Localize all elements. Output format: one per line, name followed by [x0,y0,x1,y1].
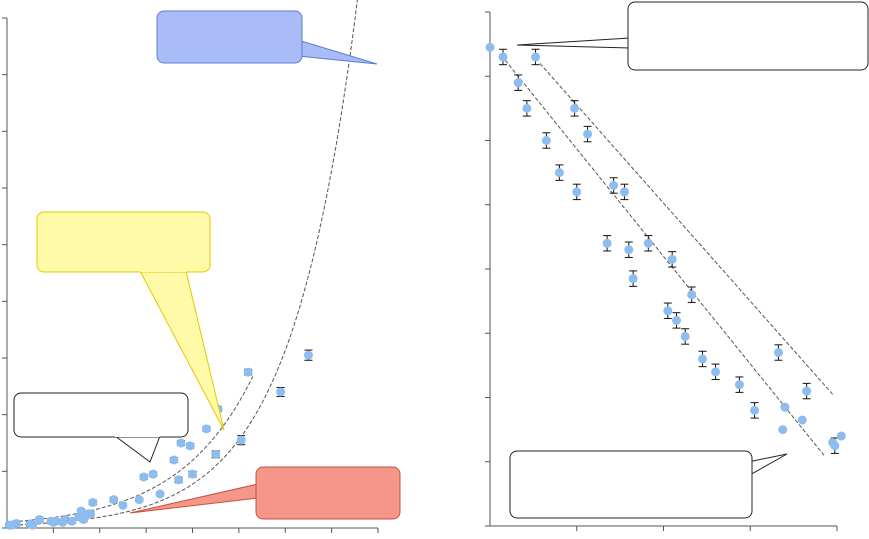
data-point-0-0 [34,515,44,524]
data-point-1-0 [628,274,638,284]
yellow-callout-box [36,211,211,273]
data-point-1-0 [498,52,508,62]
data-point-0-1 [134,495,144,505]
data-point-0-0 [88,498,98,507]
data-point-0-1 [276,387,286,397]
data-point-0-0 [201,424,211,434]
data-point-1-0 [680,331,690,341]
data-point-1-0 [663,306,673,316]
data-point-0-1 [48,517,58,527]
data-point-1-0 [522,103,532,113]
data-point-0-0 [243,367,253,377]
data-point-0-1 [188,469,197,479]
data-point-1-0 [513,78,523,88]
data-point-1-0 [541,136,551,145]
data-point-1-2 [780,402,790,412]
data-point-1-0 [624,245,634,255]
right-chart [485,11,846,531]
data-point-0-1 [7,520,17,530]
data-point-0-0 [67,516,77,526]
callouts [13,1,869,520]
data-point-0-0 [176,438,186,448]
white-right-top-callout [516,1,869,71]
data-point-0-0 [139,472,149,482]
data-point-1-1 [583,129,593,139]
data-point-1-0 [672,315,682,325]
data-point-1-2 [836,431,846,441]
data-point-0-1 [118,500,128,510]
data-point-1-0 [750,405,760,415]
data-point-0-1 [28,520,38,530]
white-right-bottom-callout-box [509,450,753,519]
white-right-top-callout-box [627,1,869,71]
blue-callout [156,10,378,65]
fit-line-0 [504,59,825,456]
red-callout-box [255,466,401,520]
data-point-0-0 [109,495,119,505]
data-point-1-2 [828,437,838,447]
data-point-1-1 [773,348,783,358]
data-point-1-2 [778,425,788,435]
data-point-1-0 [734,380,744,390]
data-point-1-0 [572,187,582,197]
data-point-1-1 [609,180,619,190]
white-left-callout-pointer [113,435,161,463]
data-point-0-1 [58,517,68,527]
data-point-0-1 [236,435,246,445]
data-point-1-1 [687,290,697,300]
red-callout-pointer [129,483,259,514]
data-point-0-1 [155,489,165,499]
data-point-1-1 [802,386,812,396]
yellow-callout [36,211,225,431]
white-left-callout-box [13,392,189,438]
data-point-0-0 [185,441,195,451]
data-point-1-1 [619,187,629,197]
data-point-1-1 [531,52,541,62]
data-point-1-2 [485,42,495,52]
data-point-0-0 [169,455,179,465]
blue-callout-box [156,10,303,64]
data-point-0-1 [303,350,313,360]
data-point-1-0 [711,367,721,377]
data-point-1-1 [570,103,580,113]
data-point-0-1 [211,449,221,459]
fit-line-1 [539,63,834,395]
white-right-bottom-callout [509,450,788,519]
data-point-1-2 [797,415,807,425]
data-point-1-1 [643,238,653,248]
white-right-bottom-callout-pointer [747,453,788,477]
white-right-top-callout-pointer [516,37,631,49]
blue-callout-pointer [297,39,378,65]
data-point-1-1 [667,254,677,264]
data-point-1-0 [698,354,708,364]
data-point-0-1 [174,475,184,485]
data-point-1-0 [602,238,612,248]
data-point-0-1 [74,512,84,522]
data-point-1-0 [554,168,564,178]
data-point-0-0 [148,469,158,479]
data-point-0-1 [83,509,93,519]
white-left-callout [13,392,189,463]
red-callout [129,466,401,520]
